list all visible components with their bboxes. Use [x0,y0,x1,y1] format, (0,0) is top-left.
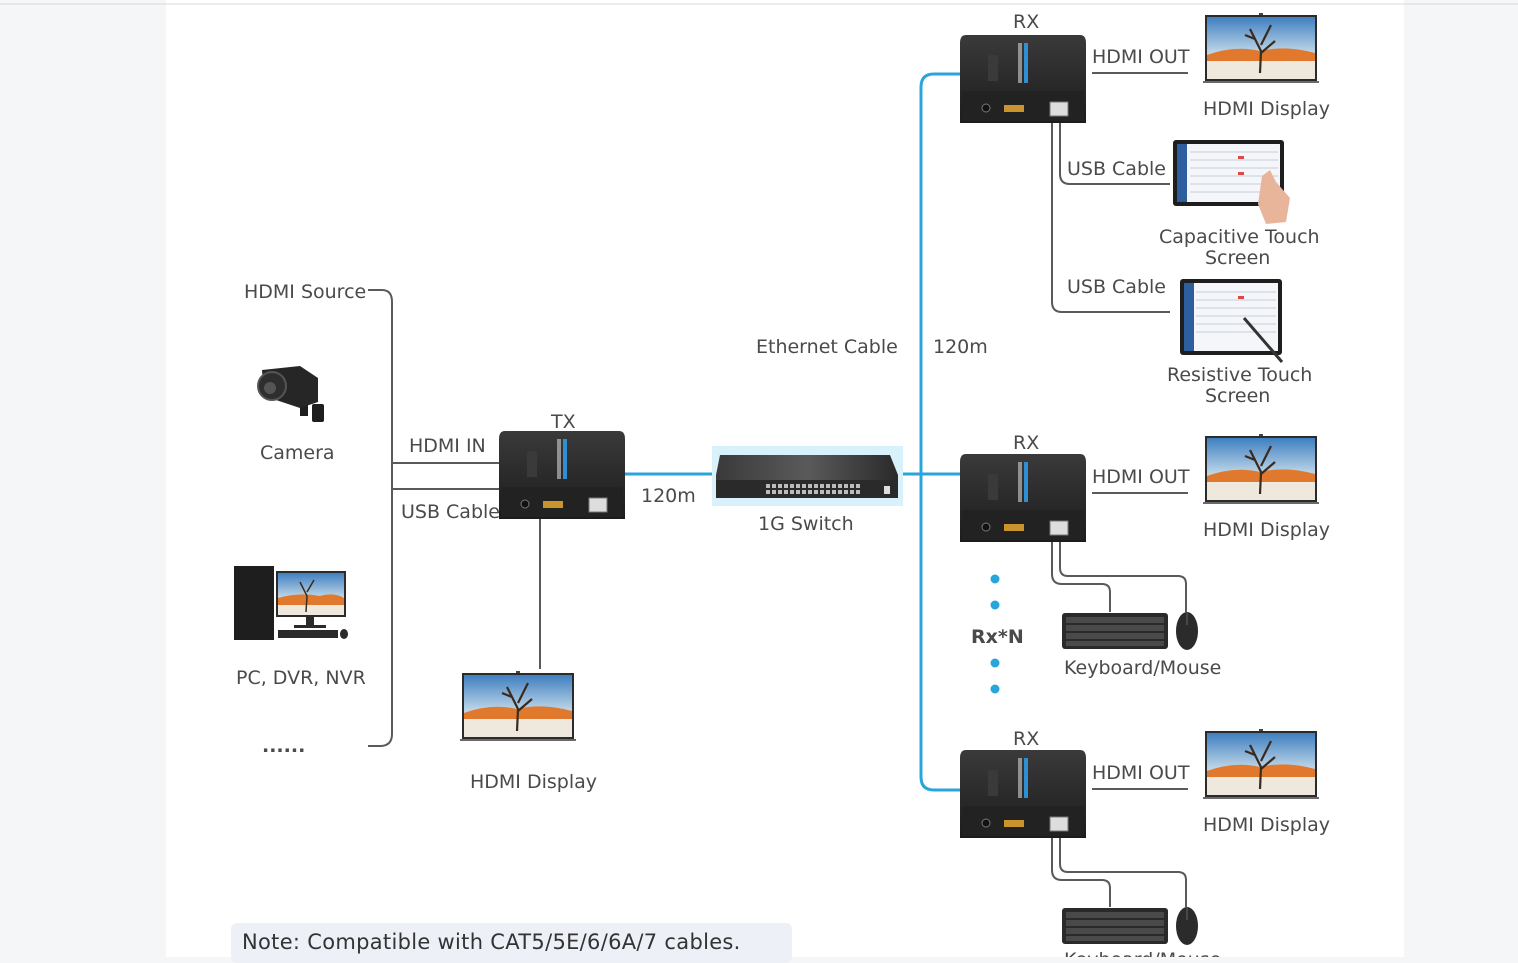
rx3-mouse-icon [1175,906,1199,946]
capacitive-touch-label-line1: Capacitive Touch [1159,226,1320,248]
resistive-touch-screen-icon [1180,279,1284,363]
rx3-mouse-line [1059,838,1187,907]
tx-distance-label: 120m [641,485,696,507]
rx2-unit [959,453,1087,543]
capacitive-touch-screen-icon [1173,140,1290,224]
hdmi-source-label: HDMI Source [244,281,366,303]
tx-hdmi-display-label: HDMI Display [470,771,597,793]
hdmi-in-label: HDMI IN [409,435,486,457]
rx3-hdmi-out-label: HDMI OUT [1092,762,1190,784]
rx3-hdmi-display-icon [1201,727,1321,801]
rx1-hdmi-display-label: HDMI Display [1203,98,1330,120]
tx-title: TX [550,411,576,433]
camera-label: Camera [260,442,335,464]
compatibility-note: Note: Compatible with CAT5/5E/6/6A/7 cab… [231,923,792,963]
ethernet-cable-label: Ethernet Cable [756,336,898,358]
capacitive-touch-label-line2: Screen [1205,247,1270,269]
rx1-usb-cable-2-label: USB Cable [1067,276,1166,298]
rx-continuation-dots [990,574,1000,694]
rx1-usb-cable-1-label: USB Cable [1067,158,1166,180]
rx3-hdmi-display-label: HDMI Display [1203,814,1330,836]
rx-ethernet-trunk [919,72,966,792]
rx1-usb-line-2 [1051,123,1170,313]
usb-cable-tx-label: USB Cable [401,501,500,523]
rx3-unit [959,749,1087,839]
rx3-keyboard-icon [1062,908,1168,944]
tx-hdmi-display-icon [458,669,578,743]
resistive-touch-label-line2: Screen [1205,385,1270,407]
rx-count-label: Rx*N [971,626,1024,648]
rx2-mouse-line [1059,542,1187,612]
rx1-title: RX [1013,11,1039,33]
pc-dvr-nvr-label: PC, DVR, NVR [236,667,366,689]
rx2-hdmi-display-label: HDMI Display [1203,519,1330,541]
rx3-title: RX [1013,728,1039,750]
more-sources-ellipsis: ...... [262,735,305,757]
camera-icon [257,366,324,422]
tx-unit [498,430,626,520]
switch-label: 1G Switch [758,513,854,535]
rx1-unit [959,34,1087,124]
rx-distance-label: 120m [933,336,988,358]
rx2-hdmi-out-label: HDMI OUT [1092,466,1190,488]
rx2-hdmi-display-icon [1201,432,1321,506]
resistive-touch-label-line1: Resistive Touch [1167,364,1312,386]
pc-icon [234,566,348,640]
rx2-keyboard-icon [1062,613,1168,649]
rx1-hdmi-out-label: HDMI OUT [1092,46,1190,68]
rx2-title: RX [1013,432,1039,454]
rx2-keyboard-line [1051,542,1111,612]
rx1-usb-line-1 [1059,123,1170,185]
rx2-mouse-icon [1175,611,1199,651]
switch-icon [716,455,898,498]
source-bracket [368,289,393,747]
rx3-keyboard-mouse-label: Keyboard/Mouse [1064,949,1221,957]
rx2-keyboard-mouse-label: Keyboard/Mouse [1064,657,1221,679]
rx3-keyboard-line [1051,838,1111,907]
rx1-hdmi-display-icon [1201,11,1321,85]
